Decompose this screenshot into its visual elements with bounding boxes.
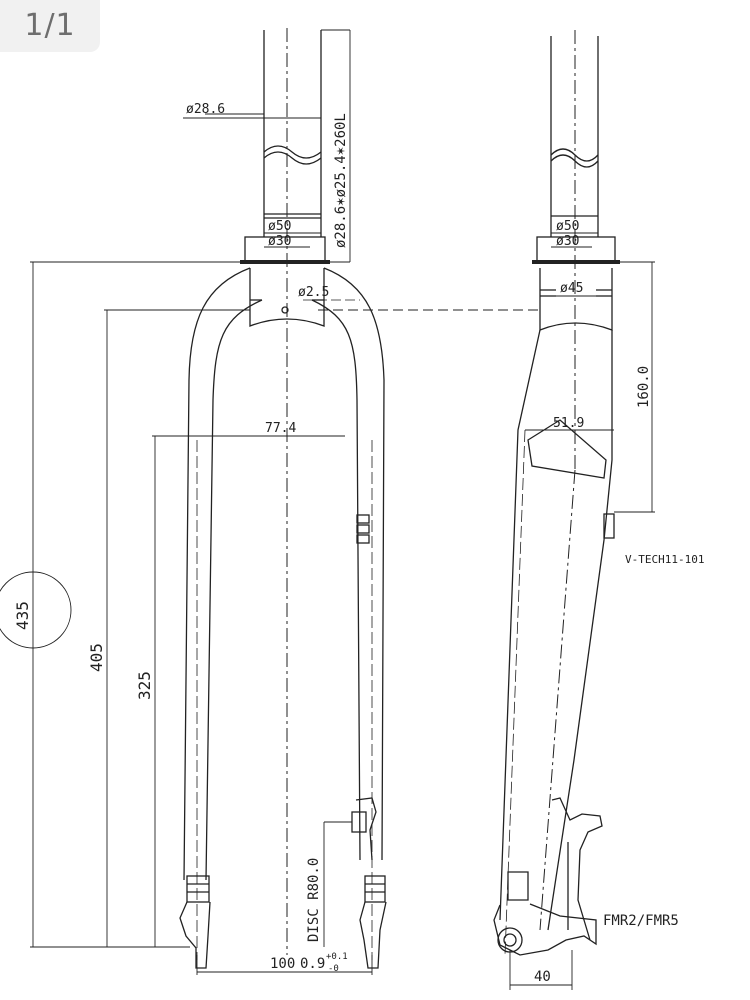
tolerance-minus-label: -0 [328, 964, 339, 974]
steerer-spec-label: ø28.6✶ø25.4✶260L [333, 113, 349, 248]
side-crown-race-outer-label: ø50 [556, 219, 579, 234]
hub-spacing-label: 100 [270, 956, 295, 972]
side-crown [539, 268, 613, 331]
height-total-label: 435 [13, 601, 32, 630]
side-view [493, 30, 620, 956]
side-crown-hole-label: ø45 [560, 281, 583, 296]
side-dimensions [318, 232, 655, 990]
side-steerer-tube [550, 36, 599, 237]
left-blade [183, 267, 263, 881]
crown-hole-label: ø2.5 [298, 285, 329, 300]
dropout-label: FMR2/FMR5 [603, 913, 679, 929]
steerer-outer-dia-label: ø28.6 [186, 102, 225, 117]
right-blade [311, 267, 385, 861]
crown-race-outer-label: ø50 [268, 219, 291, 234]
blade-spacing-label: 77.4 [265, 421, 296, 436]
front-dimensions [0, 29, 373, 975]
side-blade [499, 329, 615, 931]
height-inner-label: 325 [135, 671, 154, 700]
steerer-tube [263, 30, 322, 237]
width-value-label: 51.9 [553, 416, 584, 431]
tolerance-plus-label: +0.1 [326, 952, 348, 962]
page-indicator: 1/1 [0, 0, 100, 52]
hose-guide [356, 514, 370, 544]
height-crown-label: 405 [87, 643, 106, 672]
side-crown-race-inner-label: ø30 [556, 234, 579, 249]
front-view [179, 28, 387, 969]
offset-label: 40 [534, 969, 551, 985]
left-dropout [179, 875, 211, 969]
tolerance-base-label: 0.9 [300, 956, 325, 972]
disc-rotor-label: DISC R80.0 [306, 858, 322, 942]
side-crown-race [532, 236, 620, 264]
right-dropout [351, 797, 387, 969]
crown-race-inner-label: ø30 [268, 234, 291, 249]
crown-race [240, 236, 330, 264]
side-dropout [493, 797, 603, 956]
model-code-label: V-TECH11-101 [625, 553, 704, 566]
rake-upper-label: 160.0 [636, 366, 652, 408]
